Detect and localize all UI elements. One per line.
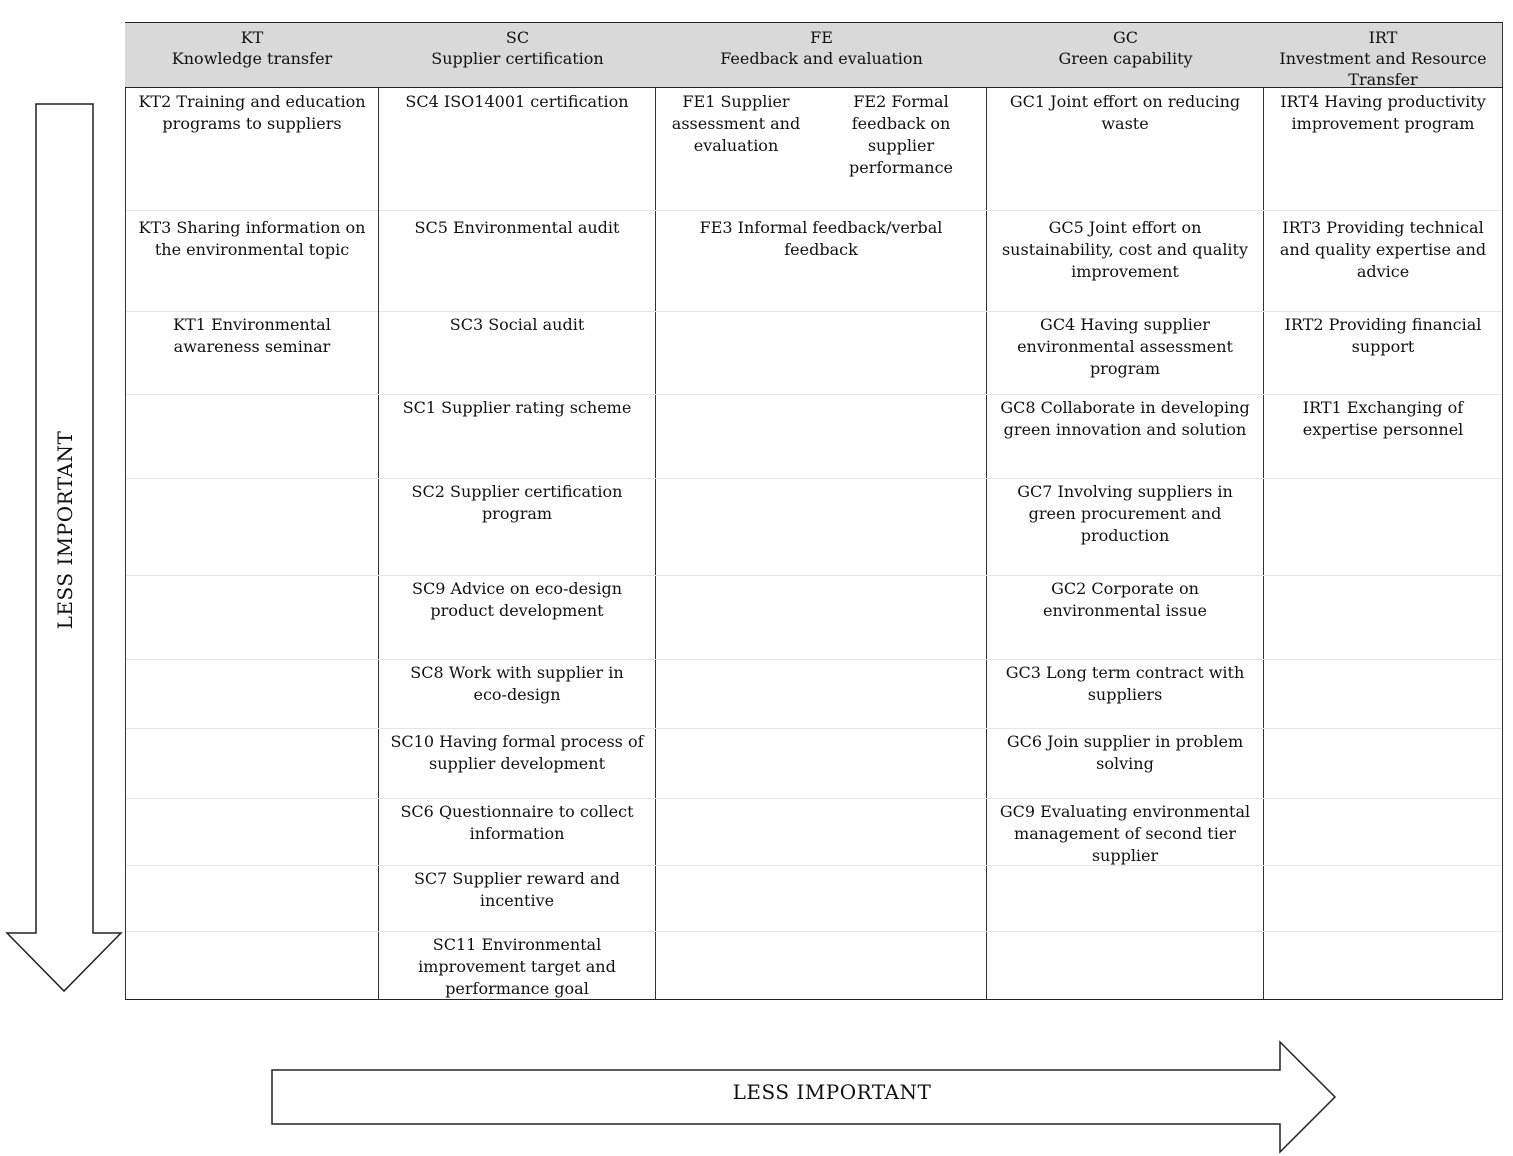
column-title: Knowledge transfer: [171, 49, 333, 68]
cell-sc2: SC2 Supplier certification program: [411, 482, 623, 523]
cell-gc1: GC1 Joint effort on reducing waste: [1009, 92, 1241, 133]
row-separator: [126, 798, 1502, 799]
cell-sc4: SC4 ISO14001 certification: [405, 92, 629, 111]
column-header-gc: GC Green capability: [987, 22, 1264, 88]
row-separator: [126, 478, 1502, 479]
row-separator: [126, 311, 378, 312]
table-border-bottom: [125, 999, 1503, 1000]
right-arrow-icon: [271, 1040, 1337, 1154]
column-title: Supplier certification: [431, 49, 604, 68]
column-divider: [378, 22, 379, 1000]
column-irt: IRT Investment and Resource Transfer IRT…: [1264, 22, 1502, 1000]
column-divider: [1263, 22, 1264, 1000]
row-separator: [126, 210, 378, 211]
cell-irt4: IRT4 Having productivity improvement pro…: [1280, 92, 1486, 133]
cell-gc3: GC3 Long term contract with suppliers: [1005, 663, 1245, 704]
down-arrow-icon: [5, 103, 123, 993]
cell-gc8: GC8 Collaborate in developing green inno…: [1000, 398, 1250, 439]
cell-sc3: SC3 Social audit: [449, 315, 585, 334]
row-separator: [379, 210, 1502, 211]
column-code: FE: [810, 28, 833, 47]
cell-sc8: SC8 Work with supplier in eco-design: [410, 663, 624, 704]
cell-gc5: GC5 Joint effort on sustainability, cost…: [1001, 218, 1249, 281]
cell-fe3: FE3 Informal feedback/verbal feedback: [699, 218, 943, 259]
column-header-irt: IRT Investment and Resource Transfer: [1264, 22, 1502, 89]
column-divider: [655, 22, 656, 1000]
column-sc: SC Supplier certification SC4 ISO14001 c…: [379, 22, 656, 1000]
cell-sc11: SC11 Environmental improvement target an…: [418, 935, 616, 998]
priority-table: KT Knowledge transfer KT2 Training and e…: [125, 22, 1503, 1000]
column-fe: FE Feedback and evaluation FE1 Supplier …: [656, 22, 987, 1000]
cell-irt2: IRT2 Providing financial support: [1284, 315, 1482, 356]
column-code: KT: [240, 28, 264, 47]
row-separator: [379, 311, 1502, 312]
cell-kt3: KT3 Sharing information on the environme…: [138, 218, 366, 259]
column-header-fe: FE Feedback and evaluation: [656, 22, 987, 88]
column-divider: [986, 22, 987, 1000]
table-border-left: [125, 22, 126, 1000]
cell-gc7: GC7 Involving suppliers in green procure…: [1017, 482, 1233, 545]
cell-sc5: SC5 Environmental audit: [414, 218, 620, 237]
cell-sc10: SC10 Having formal process of supplier d…: [390, 732, 644, 773]
row-separator: [126, 575, 1502, 576]
column-title: Investment and Resource Transfer: [1279, 49, 1487, 89]
column-header-kt: KT Knowledge transfer: [125, 22, 379, 88]
row-separator: [126, 394, 1502, 395]
cell-gc2: GC2 Corporate on environmental issue: [1043, 579, 1207, 620]
column-title: Green capability: [1058, 49, 1193, 68]
table-border-right: [1502, 22, 1503, 1000]
cell-kt1: KT1 Environmental awareness seminar: [173, 315, 331, 356]
cell-fe2: FE2 Formal feedback on supplier performa…: [848, 92, 953, 177]
cell-sc9: SC9 Advice on eco-design product develop…: [411, 579, 622, 620]
column-code: GC: [1112, 28, 1139, 47]
cell-gc6: GC6 Join supplier in problem solving: [1006, 732, 1244, 773]
column-gc: GC Green capability GC1 Joint effort on …: [987, 22, 1264, 1000]
cell-irt3: IRT3 Providing technical and quality exp…: [1279, 218, 1487, 281]
column-header-sc: SC Supplier certification: [379, 22, 656, 88]
vertical-arrow-label: LESS IMPORTANT: [53, 430, 77, 630]
horizontal-arrow-label: LESS IMPORTANT: [732, 1080, 932, 1104]
column-code: IRT: [1368, 28, 1398, 47]
cell-kt2: KT2 Training and education programs to s…: [138, 92, 366, 133]
cell-sc1: SC1 Supplier rating scheme: [402, 398, 632, 417]
cell-gc9: GC9 Evaluating environmental management …: [999, 802, 1251, 865]
column-kt: KT Knowledge transfer KT2 Training and e…: [125, 22, 379, 1000]
row-separator: [126, 659, 1502, 660]
column-title: Feedback and evaluation: [720, 49, 923, 68]
cell-gc4: GC4 Having supplier environmental assess…: [1017, 315, 1233, 378]
cell-irt1: IRT1 Exchanging of expertise personnel: [1302, 398, 1464, 439]
row-separator: [126, 728, 1502, 729]
cell-sc6: SC6 Questionnaire to collect information: [400, 802, 634, 843]
cell-fe1: FE1 Supplier assessment and evaluation: [671, 92, 801, 155]
row-separator: [126, 865, 1502, 866]
cell-sc7: SC7 Supplier reward and incentive: [413, 869, 621, 910]
column-code: SC: [505, 28, 530, 47]
row-separator: [126, 931, 1502, 932]
